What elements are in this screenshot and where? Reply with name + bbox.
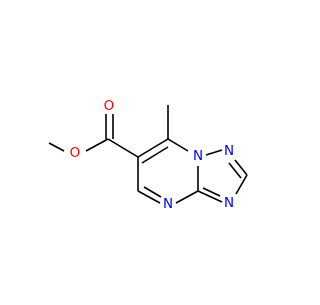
bond-c2-n3: [235, 174, 248, 195]
bond-n1-c2-b: [228, 162, 242, 179]
bond-n1-c2-a: [234, 159, 248, 176]
bond-c6-c7-a: [137, 138, 169, 158]
bond-n4-c3a: [175, 190, 199, 204]
atom-o-ester: O: [70, 145, 81, 161]
atom-n-triazole-right: N: [224, 195, 234, 211]
bond-o-carbonyl-c: [85, 138, 109, 152]
bond-layer: [48, 105, 248, 204]
bond-c5-n4-a: [137, 190, 161, 204]
bond-c5-n4-b: [143, 186, 162, 198]
bond-n8-n1: [205, 149, 223, 156]
atom-n-triazole-top: N: [224, 143, 234, 159]
bond-n3-c3a-b: [202, 187, 221, 197]
bond-c7-n8: [167, 138, 189, 152]
bond-n3-c3a-a: [197, 190, 223, 203]
atom-n-bridge: N: [193, 148, 203, 164]
bond-methyl-o: [48, 142, 65, 152]
molecule-canvas: O O N N N N: [48, 98, 248, 212]
bond-c6-c7-b: [141, 146, 169, 164]
atom-label-layer: O O N N N N: [70, 98, 234, 212]
atom-n-pyrimidine: N: [163, 196, 173, 212]
bond-carbonyl-ring: [107, 138, 139, 158]
molecule-structure: O O N N N N: [48, 98, 248, 212]
atom-o-carbonyl: O: [104, 98, 115, 114]
